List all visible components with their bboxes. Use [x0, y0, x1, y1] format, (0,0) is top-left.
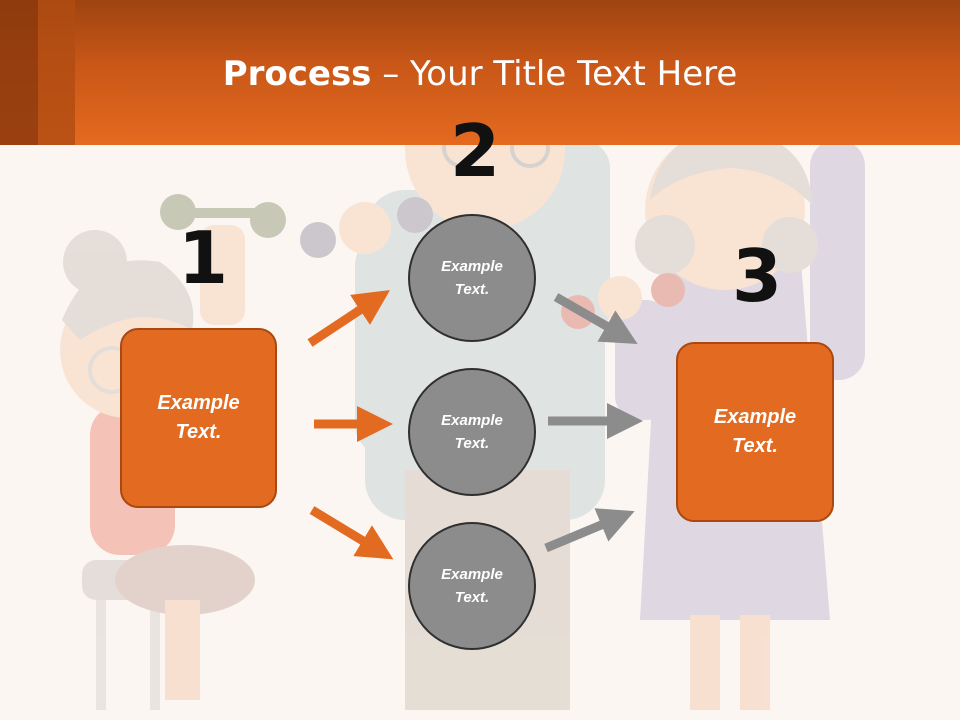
- header-stripe: [38, 0, 75, 145]
- page-title: Process – Your Title Text Here: [0, 54, 960, 94]
- process-circle-top[interactable]: Example Text.: [408, 214, 536, 342]
- process-circle-bottom[interactable]: Example Text.: [408, 522, 536, 650]
- header-stripe: [0, 0, 38, 145]
- step-number-3: 3: [732, 234, 783, 318]
- arrow-1-to-circle-top: [307, 290, 391, 347]
- arrow-circle-top-to-3: [553, 293, 638, 344]
- step-1-box[interactable]: Example Text.: [120, 328, 277, 508]
- title-bar: Process – Your Title Text Here: [0, 0, 960, 145]
- title-rest: – Your Title Text Here: [371, 54, 738, 94]
- arrow-circle-bottom-to-3: [544, 508, 635, 553]
- process-circle-middle[interactable]: Example Text.: [408, 368, 536, 496]
- step-3-box[interactable]: Example Text.: [676, 342, 834, 522]
- step-number-2: 2: [450, 109, 501, 193]
- step-number-1: 1: [178, 216, 229, 300]
- title-bold: Process: [222, 54, 372, 94]
- arrow-1-to-circle-bottom: [309, 506, 394, 560]
